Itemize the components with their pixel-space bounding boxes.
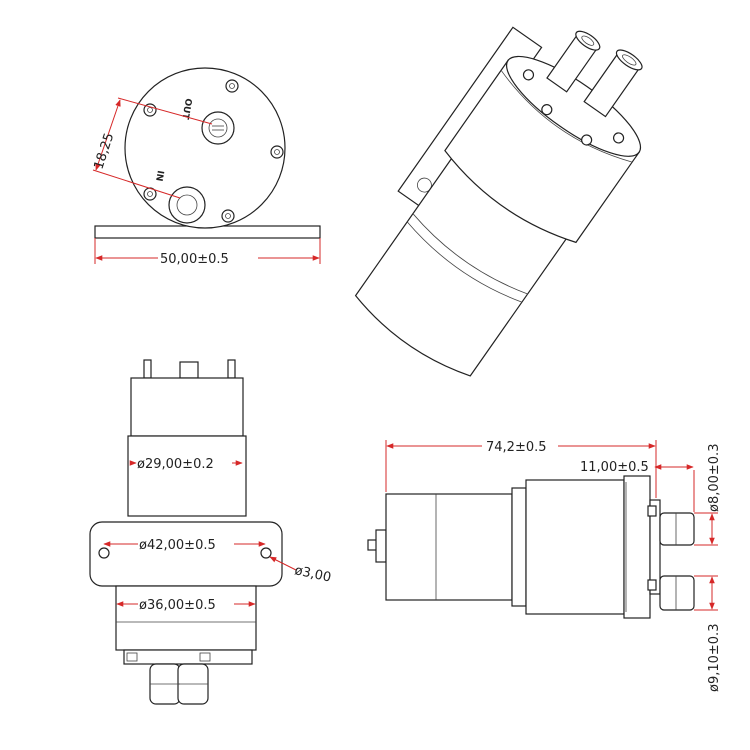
front-width-dim: 50,00±0.5 [160,252,229,267]
top-flange-dia-dim: ø36,00±0.5 [139,598,216,613]
front-offset-dim: 18,25 [92,131,118,171]
side-port-dia-in-dim: ø9,10±0.3 [707,624,722,692]
top-mount-bracket [89,521,283,587]
top-view: ø29,00±0.2 ø42,00±0.5 ø3,00 ø36,00±0.5 [89,359,332,705]
side-nozzle-lower [659,575,695,611]
front-in-port [168,186,206,224]
front-in-label: IN [153,169,165,181]
iso-view [354,26,643,377]
front-screws [143,79,284,223]
front-out-port [201,111,235,145]
side-port-length-dim: 11,00±0.5 [580,460,649,475]
top-body-dia-dim: ø29,00±0.2 [137,457,214,472]
side-view: 74,2±0.5 11,00±0.5 ø8,00±0.3 ø9,10±0.3 [367,440,722,692]
top-mount-spacing-dim: ø42,00±0.5 [139,538,216,553]
front-view: OUT IN 18,25 50,00±0.5 [92,67,321,267]
top-pump-head [115,585,257,651]
iso-nozzles [546,30,643,118]
iso-pump-head [444,59,640,244]
side-nozzle-upper [659,512,695,546]
top-hole-right [260,547,272,559]
top-motor-body [130,377,244,437]
iso-top-face [505,55,642,157]
top-hole-left [98,547,110,559]
top-hole-dia-dim: ø3,00 [293,563,332,585]
front-body-circle [124,67,286,229]
side-motor [385,493,513,601]
side-port-dia-out-dim: ø8,00±0.3 [707,444,722,512]
front-out-label: OUT [179,97,193,120]
side-overall-length-dim: 74,2±0.5 [486,440,547,455]
side-pump-head [525,479,625,615]
